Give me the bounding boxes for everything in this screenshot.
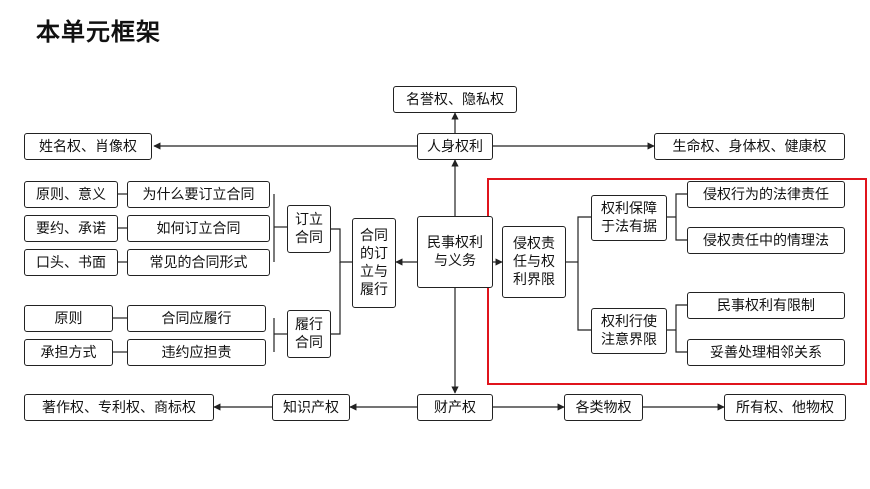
node-xianglin: 妥善处理相邻关系	[687, 339, 845, 366]
node-hetong: 合同 的订 立与 履行	[352, 218, 396, 308]
node-dingli: 订立 合同	[287, 205, 331, 253]
node-xingming: 姓名权、肖像权	[24, 133, 152, 160]
bracket-hetong	[331, 228, 352, 263]
node-xingshi: 权利行使 注意界限	[591, 308, 667, 354]
node-gelei: 各类物权	[564, 394, 643, 421]
node-chengdan: 承担方式	[24, 339, 113, 366]
node-weishenme: 为什么要订立合同	[127, 181, 270, 208]
node-zhishi: 知识产权	[272, 394, 350, 421]
node-suoyou: 所有权、他物权	[724, 394, 846, 421]
node-shengming: 生命权、身体权、健康权	[654, 133, 845, 160]
node-yuanze-yiyi: 原则、意义	[24, 181, 118, 208]
node-qinquan: 侵权责 任与权 利界限	[502, 226, 566, 298]
page-title: 本单元框架	[36, 18, 161, 46]
node-yingluxing: 合同应履行	[127, 305, 266, 332]
node-yuanze: 原则	[24, 305, 113, 332]
node-qingli: 侵权责任中的情理法	[687, 227, 845, 254]
node-caichan: 财产权	[417, 394, 493, 421]
node-zhuzuo: 著作权、专利权、商标权	[24, 394, 214, 421]
node-mingyu: 名誉权、隐私权	[393, 86, 517, 113]
node-renshen: 人身权利	[417, 133, 493, 160]
node-changjian: 常见的合同形式	[127, 249, 270, 276]
node-minshi: 民事权利 与义务	[417, 216, 493, 288]
node-yaoyue: 要约、承诺	[24, 215, 118, 242]
node-baozhang: 权利保障 于法有据	[591, 195, 667, 241]
node-falv-zeren: 侵权行为的法律责任	[687, 181, 845, 208]
node-ruhe: 如何订立合同	[127, 215, 270, 242]
node-weiyue: 违约应担责	[127, 339, 266, 366]
node-lvxing: 履行 合同	[287, 310, 331, 358]
node-youxian: 民事权利有限制	[687, 292, 845, 319]
node-koutou: 口头、书面	[24, 249, 118, 276]
